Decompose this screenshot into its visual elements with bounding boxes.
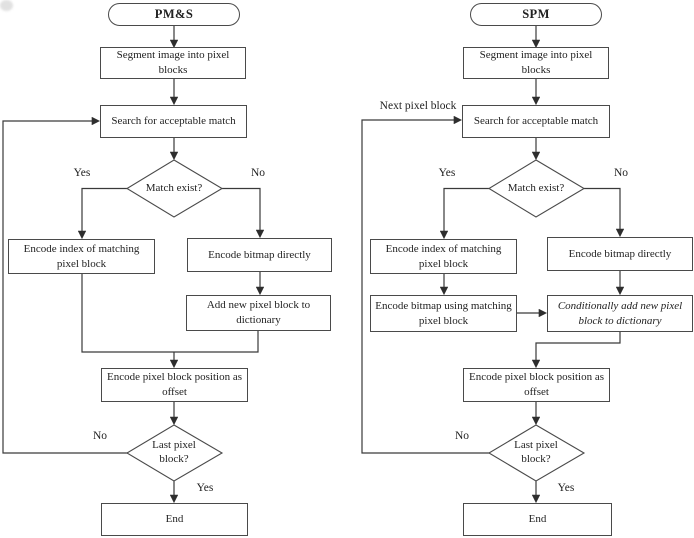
spm-start-terminator: SPM — [470, 3, 602, 26]
pms-last-block-diamond — [125, 424, 224, 482]
spm-edge-condadd-offset — [531, 332, 621, 369]
spm-encode-offset-box: Encode pixel block position as offset — [463, 368, 610, 402]
pms-match-no-label: No — [250, 167, 266, 179]
pms-encode-index-box: Encode index of matching pixel block — [8, 239, 155, 274]
spm-conditional-add-dictionary-box: Conditionally add new pixel block to dic… — [547, 295, 693, 332]
spm-next-block-label: Next pixel block — [379, 100, 457, 112]
pms-edge-merge — [81, 274, 259, 353]
spm-match-exist-label: Match exist? — [507, 181, 565, 194]
spm-match-exist-diamond — [487, 159, 586, 218]
scan-artifact — [0, 0, 13, 11]
pms-encode-offset-box: Encode pixel block position as offset — [101, 368, 248, 402]
spm-last-block-diamond — [487, 424, 586, 482]
pms-match-exist-diamond — [125, 159, 224, 218]
pms-last-block-label: Last pixel block? — [152, 439, 196, 465]
spm-match-no-label: No — [613, 167, 629, 179]
pms-edge-match-yes — [77, 187, 127, 240]
pms-segment-box: Segment image into pixel blocks — [100, 47, 246, 79]
spm-segment-box: Segment image into pixel blocks — [463, 47, 609, 79]
pms-search-box: Search for acceptable match — [100, 105, 247, 138]
spm-edge-match-yes — [439, 187, 489, 240]
spm-encode-bitmap-match-box: Encode bitmap using matching pixel block — [370, 295, 517, 332]
spm-end-box: End — [463, 503, 612, 536]
pms-match-yes-label: Yes — [73, 167, 91, 179]
pms-edge-loopback — [2, 116, 128, 454]
spm-encode-bitmap-box: Encode bitmap directly — [547, 237, 693, 271]
pms-add-dictionary-box: Add new pixel block to dictionary — [186, 295, 331, 331]
spm-edge-match-no — [584, 187, 625, 238]
pms-match-exist-label: Match exist? — [145, 181, 203, 194]
spm-encode-index-box: Encode index of matching pixel block — [370, 239, 517, 274]
pms-start-terminator: PM&S — [108, 3, 240, 26]
pms-encode-bitmap-box: Encode bitmap directly — [187, 238, 332, 272]
spm-last-block-label: Last pixel block? — [514, 439, 558, 465]
pms-edge-match-no — [222, 187, 265, 239]
spm-edge-loopback — [361, 115, 490, 454]
pms-last-yes-label: Yes — [196, 482, 214, 494]
pms-end-box: End — [101, 503, 248, 536]
spm-search-box: Search for acceptable match — [462, 105, 610, 138]
spm-last-no-label: No — [454, 430, 470, 442]
spm-last-yes-label: Yes — [557, 482, 575, 494]
spm-match-yes-label: Yes — [438, 167, 456, 179]
pms-last-no-label: No — [92, 430, 108, 442]
